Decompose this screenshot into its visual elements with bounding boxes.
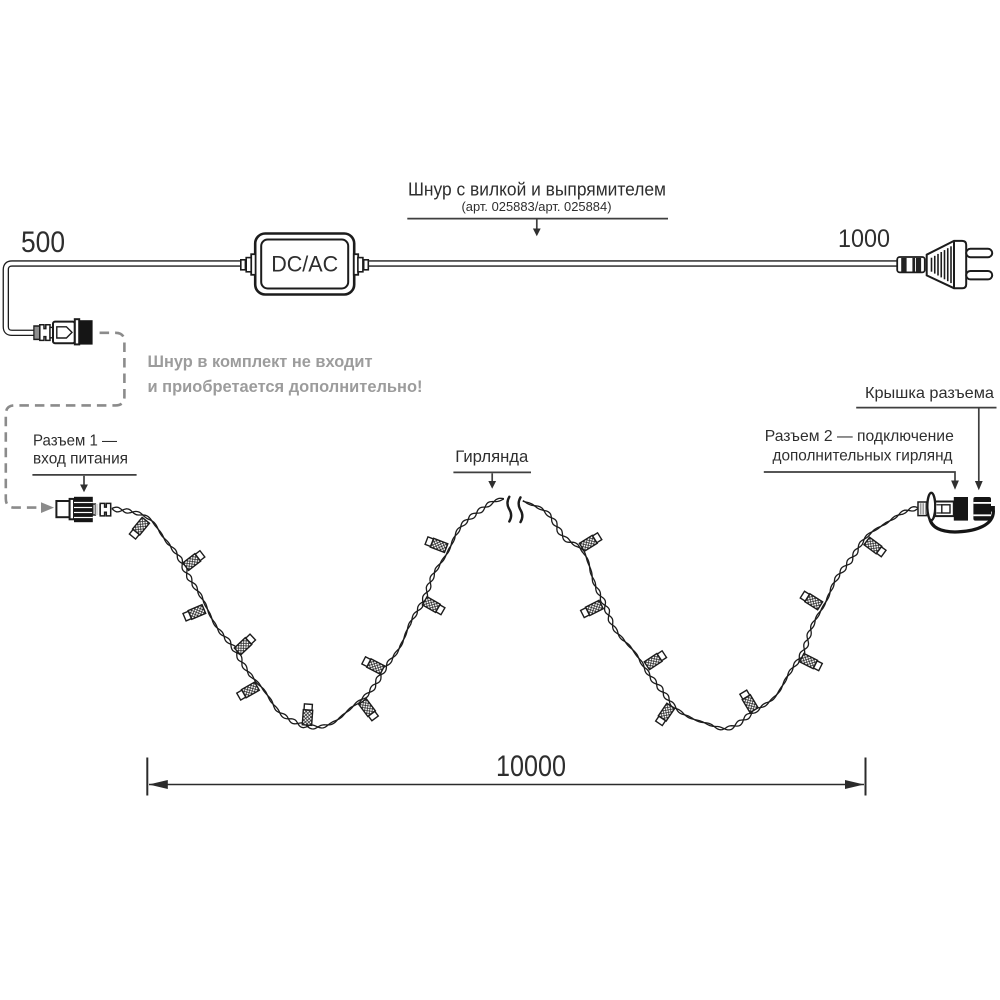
svg-text:и приобретается дополнительно!: и приобретается дополнительно!	[148, 378, 423, 396]
svg-text:Разъем 1 —: Разъем 1 —	[33, 433, 117, 450]
svg-text:500: 500	[21, 226, 65, 259]
svg-text:DC/AC: DC/AC	[271, 252, 338, 277]
svg-text:Шнур с вилкой и выпрямителем: Шнур с вилкой и выпрямителем	[408, 180, 666, 200]
svg-text:1000: 1000	[838, 225, 890, 253]
svg-text:10000: 10000	[496, 750, 566, 783]
svg-text:Гирлянда: Гирлянда	[455, 447, 529, 466]
svg-text:вход питания: вход питания	[33, 451, 128, 468]
svg-text:Разъем 2 — подключение: Разъем 2 — подключение	[765, 428, 954, 445]
svg-text:Крышка разъема: Крышка разъема	[865, 385, 994, 402]
svg-text:дополнительных гирлянд: дополнительных гирлянд	[773, 448, 954, 465]
svg-text:Шнур в комплект не входит: Шнур в комплект не входит	[148, 353, 373, 371]
svg-text:(арт. 025883/арт. 025884): (арт. 025883/арт. 025884)	[462, 199, 612, 214]
